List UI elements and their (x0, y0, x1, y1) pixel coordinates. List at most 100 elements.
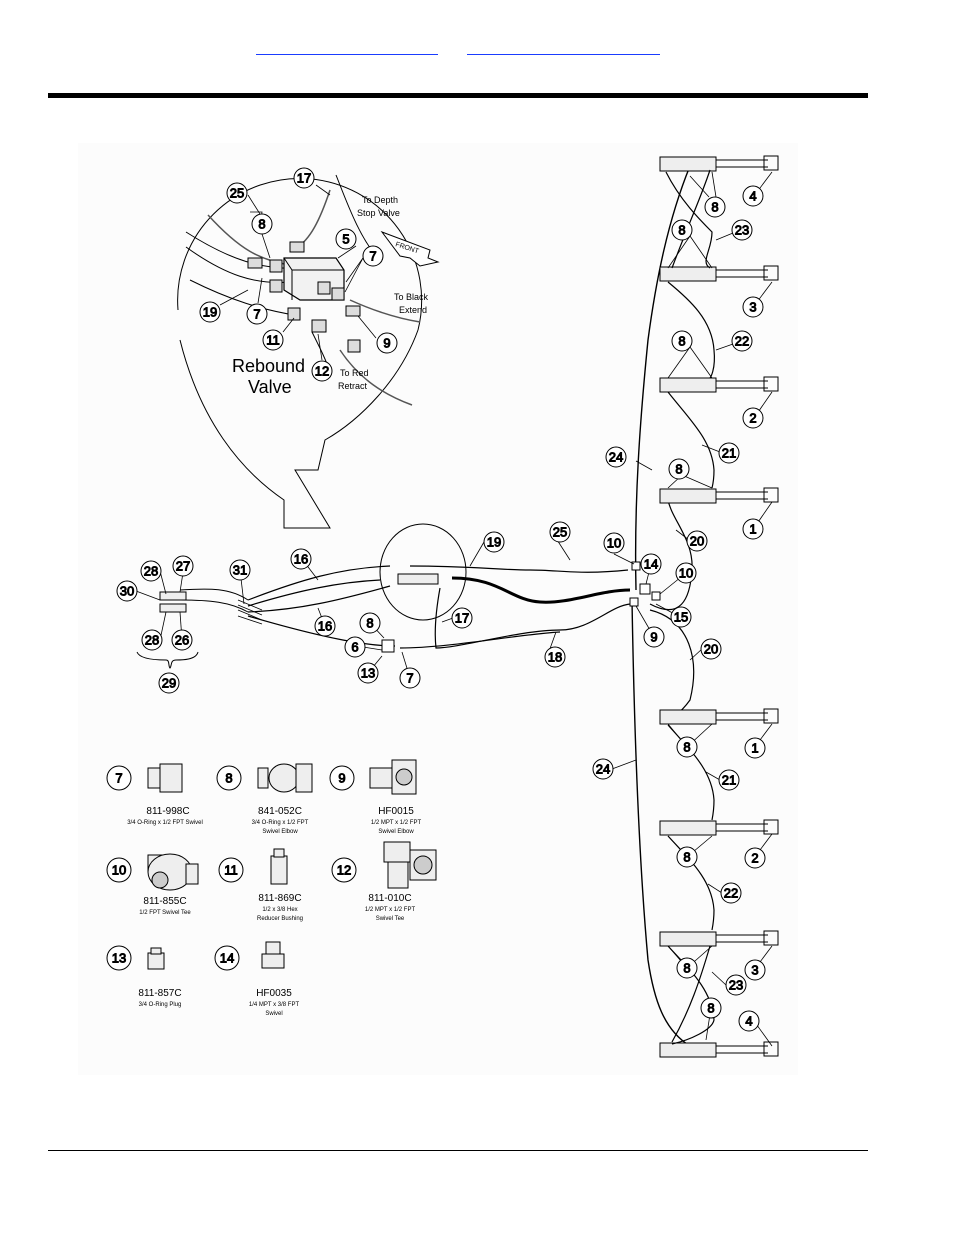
callout-detail-9: 9 (376, 332, 398, 354)
svg-text:Swivel Elbow: Swivel Elbow (262, 829, 298, 835)
callout-leaders (135, 171, 773, 1047)
callout-23: 23 (731, 219, 753, 241)
callout-4: 4 (738, 1010, 760, 1032)
callout-detail-5: 5 (335, 228, 357, 250)
callout-20: 20 (686, 530, 708, 552)
svg-text:22: 22 (735, 334, 749, 349)
svg-text:12: 12 (315, 364, 329, 379)
svg-text:811-010C: 811-010C (368, 893, 411, 904)
fitting-icon-8 (257, 763, 313, 793)
callout-16: 16 (314, 615, 336, 637)
callout-29: 29 (158, 672, 180, 694)
callout-detail-19: 19 (199, 301, 221, 323)
legend-item-11: 11 811-869C 1/2 x 3/8 Hex Reducer Bushin… (218, 857, 303, 922)
svg-text:21: 21 (722, 773, 736, 788)
svg-text:15: 15 (674, 610, 688, 625)
svg-text:7: 7 (406, 671, 413, 686)
legend-item-9: 9 HF0015 1/2 MPT x 1/2 FPT Swivel Elbow (329, 765, 421, 835)
svg-text:20: 20 (704, 642, 718, 657)
callouts: 25 17 8 5 7 19 7 11 12 9 8 4 8 23 3 8 22… (116, 167, 766, 1032)
callout-16: 16 (290, 548, 312, 570)
header-rule (48, 93, 868, 98)
note-red-line2: Retract (338, 381, 368, 391)
svg-text:7: 7 (253, 307, 260, 322)
callout-3: 3 (742, 296, 764, 318)
svg-text:HF0015: HF0015 (378, 806, 414, 817)
svg-text:9: 9 (650, 630, 657, 645)
svg-text:21: 21 (722, 446, 736, 461)
callout-8: 8 (671, 219, 693, 241)
callout-24: 24 (592, 758, 614, 780)
callout-25: 25 (549, 521, 571, 543)
fitting-icon-7 (147, 763, 183, 793)
svg-text:4: 4 (749, 189, 756, 204)
callout-28: 28 (141, 629, 163, 651)
cylinder-bottom-1 (659, 708, 779, 725)
svg-text:16: 16 (318, 619, 332, 634)
note-depth-line2: Stop Valve (357, 208, 400, 218)
svg-text:10: 10 (607, 536, 621, 551)
cylinder-top-1 (659, 155, 779, 172)
svg-text:3/4 O-Ring x 1/2 FPT: 3/4 O-Ring x 1/2 FPT (252, 820, 309, 826)
callout-8: 8 (676, 957, 698, 979)
note-black-line2: Extend (399, 305, 427, 315)
callout-28: 28 (140, 560, 162, 582)
svg-text:14: 14 (644, 557, 658, 572)
svg-text:1: 1 (749, 522, 756, 537)
hose-routing (136, 165, 695, 1047)
callout-7: 7 (399, 667, 421, 689)
svg-text:811-855C: 811-855C (143, 896, 186, 907)
svg-text:11: 11 (266, 333, 280, 348)
fitting-icon-14 (261, 941, 285, 969)
callout-15: 15 (670, 606, 692, 628)
cylinder-top-3 (659, 376, 779, 393)
legend-text: 7 811-998C 3/4 O-Ring x 1/2 FPT Swivel 8… (106, 765, 421, 1017)
callout-9: 9 (643, 626, 665, 648)
svg-text:5: 5 (342, 232, 349, 247)
svg-text:3: 3 (749, 300, 756, 315)
svg-text:HF0035: HF0035 (256, 988, 292, 999)
callout-4: 4 (742, 185, 764, 207)
svg-text:12: 12 (337, 863, 351, 878)
svg-text:29: 29 (162, 676, 176, 691)
svg-text:19: 19 (487, 535, 501, 550)
svg-text:11: 11 (224, 863, 238, 878)
header-link-1[interactable] (256, 36, 438, 55)
legend-item-7: 7 811-998C 3/4 O-Ring x 1/2 FPT Swivel (106, 765, 203, 826)
svg-text:811-998C: 811-998C (146, 806, 189, 817)
legend-item-8: 8 841-052C 3/4 O-Ring x 1/2 FPT Swivel E… (216, 765, 309, 835)
callout-detail-25: 25 (226, 182, 248, 204)
legend-item-10: 10 811-855C 1/2 FPT Swivel Tee (106, 857, 191, 916)
callout-13: 13 (357, 662, 379, 684)
svg-text:28: 28 (144, 564, 158, 579)
callout-8: 8 (671, 330, 693, 352)
svg-text:24: 24 (609, 450, 623, 465)
svg-text:841-052C: 841-052C (258, 806, 302, 817)
legend-item-13: 13 811-857C 3/4 O-Ring Plug (106, 945, 182, 1008)
callout-detail-8: 8 (251, 213, 273, 235)
callout-8: 8 (700, 997, 722, 1019)
svg-text:3: 3 (751, 963, 758, 978)
fitting-icon-10 (147, 853, 199, 891)
callout-20: 20 (700, 638, 722, 660)
svg-text:1/2 x 3/8 Hex: 1/2 x 3/8 Hex (262, 907, 297, 913)
svg-text:8: 8 (683, 961, 690, 976)
cylinders (659, 155, 779, 1058)
fitting-legend (147, 759, 437, 970)
header-link-2[interactable] (467, 36, 660, 55)
callout-22: 22 (720, 882, 742, 904)
callout-18: 18 (544, 646, 566, 668)
callout-10: 10 (675, 562, 697, 584)
svg-text:3/4 O-Ring x 1/2 FPT Swivel: 3/4 O-Ring x 1/2 FPT Swivel (127, 820, 203, 826)
svg-text:Swivel Tee: Swivel Tee (376, 916, 405, 922)
legend-item-12: 12 811-010C 1/2 MPT x 1/2 FPT Swivel Tee (331, 857, 415, 922)
svg-text:811-857C: 811-857C (138, 988, 181, 999)
svg-text:18: 18 (548, 650, 562, 665)
svg-text:10: 10 (679, 566, 693, 581)
svg-text:Reducer Bushing: Reducer Bushing (257, 916, 303, 922)
rebound-valve-detail (177, 174, 440, 529)
svg-text:1/4 MPT x 3/8 FPT: 1/4 MPT x 3/8 FPT (249, 1002, 300, 1008)
svg-text:13: 13 (361, 666, 375, 681)
svg-text:8: 8 (711, 200, 718, 215)
svg-text:9: 9 (338, 771, 345, 786)
